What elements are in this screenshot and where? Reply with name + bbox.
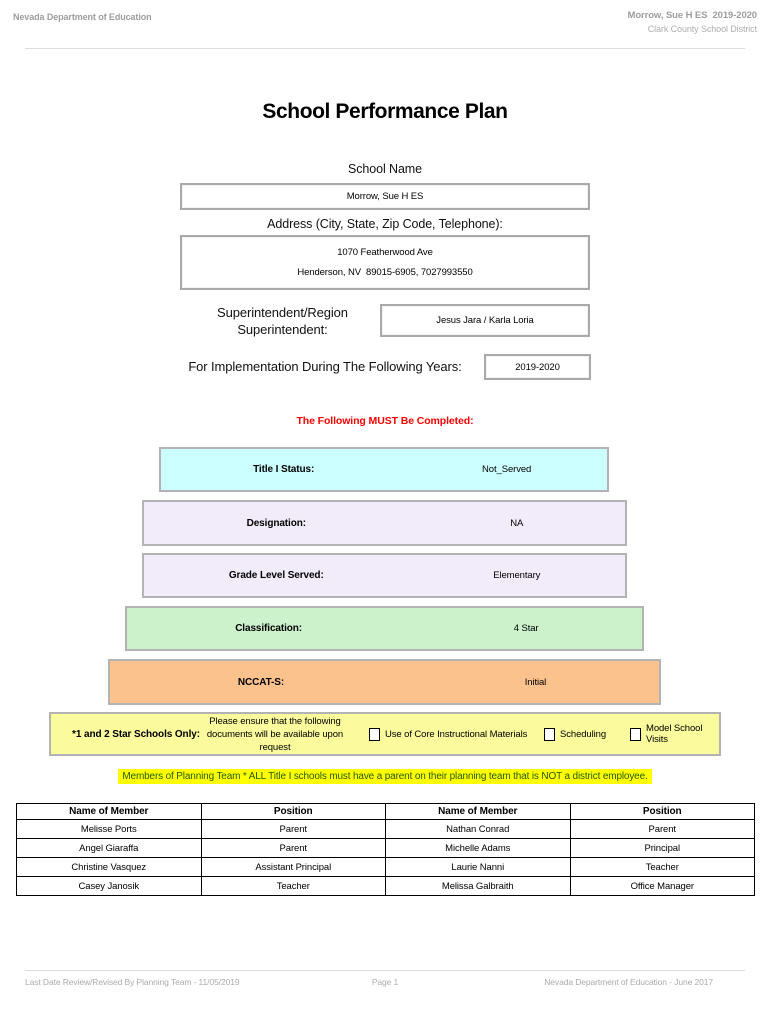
status-row-nccat-s: NCCAT-S: Initial <box>108 659 661 705</box>
implementation-years-value: 2019-2020 <box>515 361 560 373</box>
status-row-classification: Classification: 4 Star <box>125 606 644 651</box>
school-name-value: Morrow, Sue H ES <box>346 191 424 202</box>
header-school-year-text: Morrow, Sue H ES 2019-2020 <box>627 10 758 21</box>
planning-team-notice-row: Members of Planning Team * ALL Title I s… <box>0 766 770 784</box>
checkbox-icon[interactable] <box>369 727 380 741</box>
header-right-block: Morrow, Sue H ES 2019-2020 Clark County … <box>627 10 758 34</box>
designation-value: NA <box>510 517 524 529</box>
member-name-cell: Melissa Galbraith <box>385 876 571 896</box>
designation-label: Designation: <box>246 517 306 529</box>
table-header-row: Name of Member Position Name of Member P… <box>16 803 755 820</box>
table-row: Casey Janosik Teacher Melissa Galbraith … <box>16 876 755 896</box>
footer-review-date-text: Last Date Review/Revised By Planning Tea… <box>25 977 240 987</box>
status-row-grade-level-served: Grade Level Served: Elementary <box>142 553 627 598</box>
star-schools-box: *1 and 2 Star Schools Only: Please ensur… <box>49 712 721 756</box>
address-line-2: Henderson, NV 89015-6905, 7027993550 <box>297 267 473 279</box>
checkbox-label: Model School Visits <box>646 723 703 745</box>
member-name-cell: Casey Janosik <box>16 876 202 896</box>
member-position-cell: Parent <box>200 819 386 839</box>
member-position-cell: Office Manager <box>569 876 755 896</box>
implementation-years-field[interactable]: 2019-2020 <box>484 354 591 380</box>
checkbox-scheduling[interactable]: Scheduling <box>544 714 606 754</box>
school-name-field[interactable]: Morrow, Sue H ES <box>180 183 590 210</box>
member-position-cell: Teacher <box>569 857 755 877</box>
school-name-label: School Name <box>348 162 422 176</box>
grade-level-served-label: Grade Level Served: <box>228 570 324 581</box>
footer-department-text: Nevada Department of Education - June 20… <box>544 977 713 987</box>
table-header-cell: Name of Member <box>385 803 571 820</box>
checkbox-icon[interactable] <box>544 727 555 741</box>
member-name-cell: Christine Vasquez <box>16 857 202 877</box>
member-name-cell: Nathan Conrad <box>385 819 571 839</box>
classification-value: 4 Star <box>513 623 539 634</box>
member-name-cell: Melisse Ports <box>16 819 202 839</box>
title-i-status-label: Title I Status: <box>253 464 315 475</box>
planning-team-notice: Members of Planning Team * ALL Title I s… <box>118 769 652 784</box>
member-position-cell: Parent <box>569 819 755 839</box>
star-schools-label: *1 and 2 Star Schools Only: <box>72 728 200 740</box>
star-schools-note-line-1: Please ensure that the following <box>209 715 341 727</box>
superintendent-label: Superintendent/Region Superintendent: <box>217 305 348 337</box>
superintendent-value: Jesus Jara / Karla Loria <box>436 315 534 326</box>
checkbox-icon[interactable] <box>630 727 641 741</box>
table-header-cell: Name of Member <box>16 803 202 820</box>
address-field[interactable]: 1070 Featherwood Ave Henderson, NV 89015… <box>180 235 590 290</box>
page-title: School Performance Plan <box>262 100 508 123</box>
member-position-cell: Assistant Principal <box>200 857 386 877</box>
nccat-s-value: Initial <box>524 676 547 688</box>
address-line-1: 1070 Featherwood Ave <box>337 246 433 258</box>
table-row: Christine Vasquez Assistant Principal La… <box>16 857 755 877</box>
member-name-cell: Laurie Nanni <box>385 857 571 877</box>
status-row-designation: Designation: NA <box>142 500 627 546</box>
checkbox-label: Use of Core Instructional Materials <box>385 728 528 740</box>
nccat-s-label: NCCAT-S: <box>237 676 285 688</box>
member-position-cell: Teacher <box>200 876 386 896</box>
implementation-years-label: For Implementation During The Following … <box>188 359 462 374</box>
grade-level-served-value: Elementary <box>493 570 541 581</box>
classification-label: Classification: <box>235 623 303 634</box>
checkbox-label: Scheduling <box>560 728 607 740</box>
table-header-cell: Position <box>200 803 386 820</box>
member-position-cell: Principal <box>569 838 755 858</box>
member-name-cell: Angel Giaraffa <box>16 838 202 858</box>
header-district-text: Clark County School District <box>647 24 757 34</box>
title-i-status-value: Not_Served <box>482 464 532 475</box>
checkbox-model-school-visits[interactable]: Model School Visits <box>630 714 719 754</box>
must-complete-notice: The Following MUST Be Completed: <box>296 415 474 427</box>
header-department-text: Nevada Department of Education <box>13 12 152 22</box>
footer-divider <box>25 970 745 971</box>
table-row: Angel Giaraffa Parent Michelle Adams Pri… <box>16 838 755 858</box>
checkbox-use-of-core-instructional-materials[interactable]: Use of Core Instructional Materials <box>369 714 527 754</box>
table-header-cell: Position <box>569 803 755 820</box>
table-row: Melisse Ports Parent Nathan Conrad Paren… <box>16 819 755 839</box>
member-position-cell: Parent <box>200 838 386 858</box>
status-row-title-i-status: Title I Status: Not_Served <box>159 447 609 492</box>
superintendent-field[interactable]: Jesus Jara / Karla Loria <box>380 304 590 337</box>
header-divider <box>25 48 745 49</box>
star-schools-note: Please ensure that the following documen… <box>198 714 352 754</box>
address-label: Address (City, State, Zip Code, Telephon… <box>267 217 503 231</box>
planning-team-members-table: Name of Member Position Name of Member P… <box>16 803 755 896</box>
footer-page-number: Page 1 <box>371 977 399 987</box>
member-name-cell: Michelle Adams <box>385 838 571 858</box>
star-schools-note-line-2: documents will be available upon request <box>206 728 344 753</box>
